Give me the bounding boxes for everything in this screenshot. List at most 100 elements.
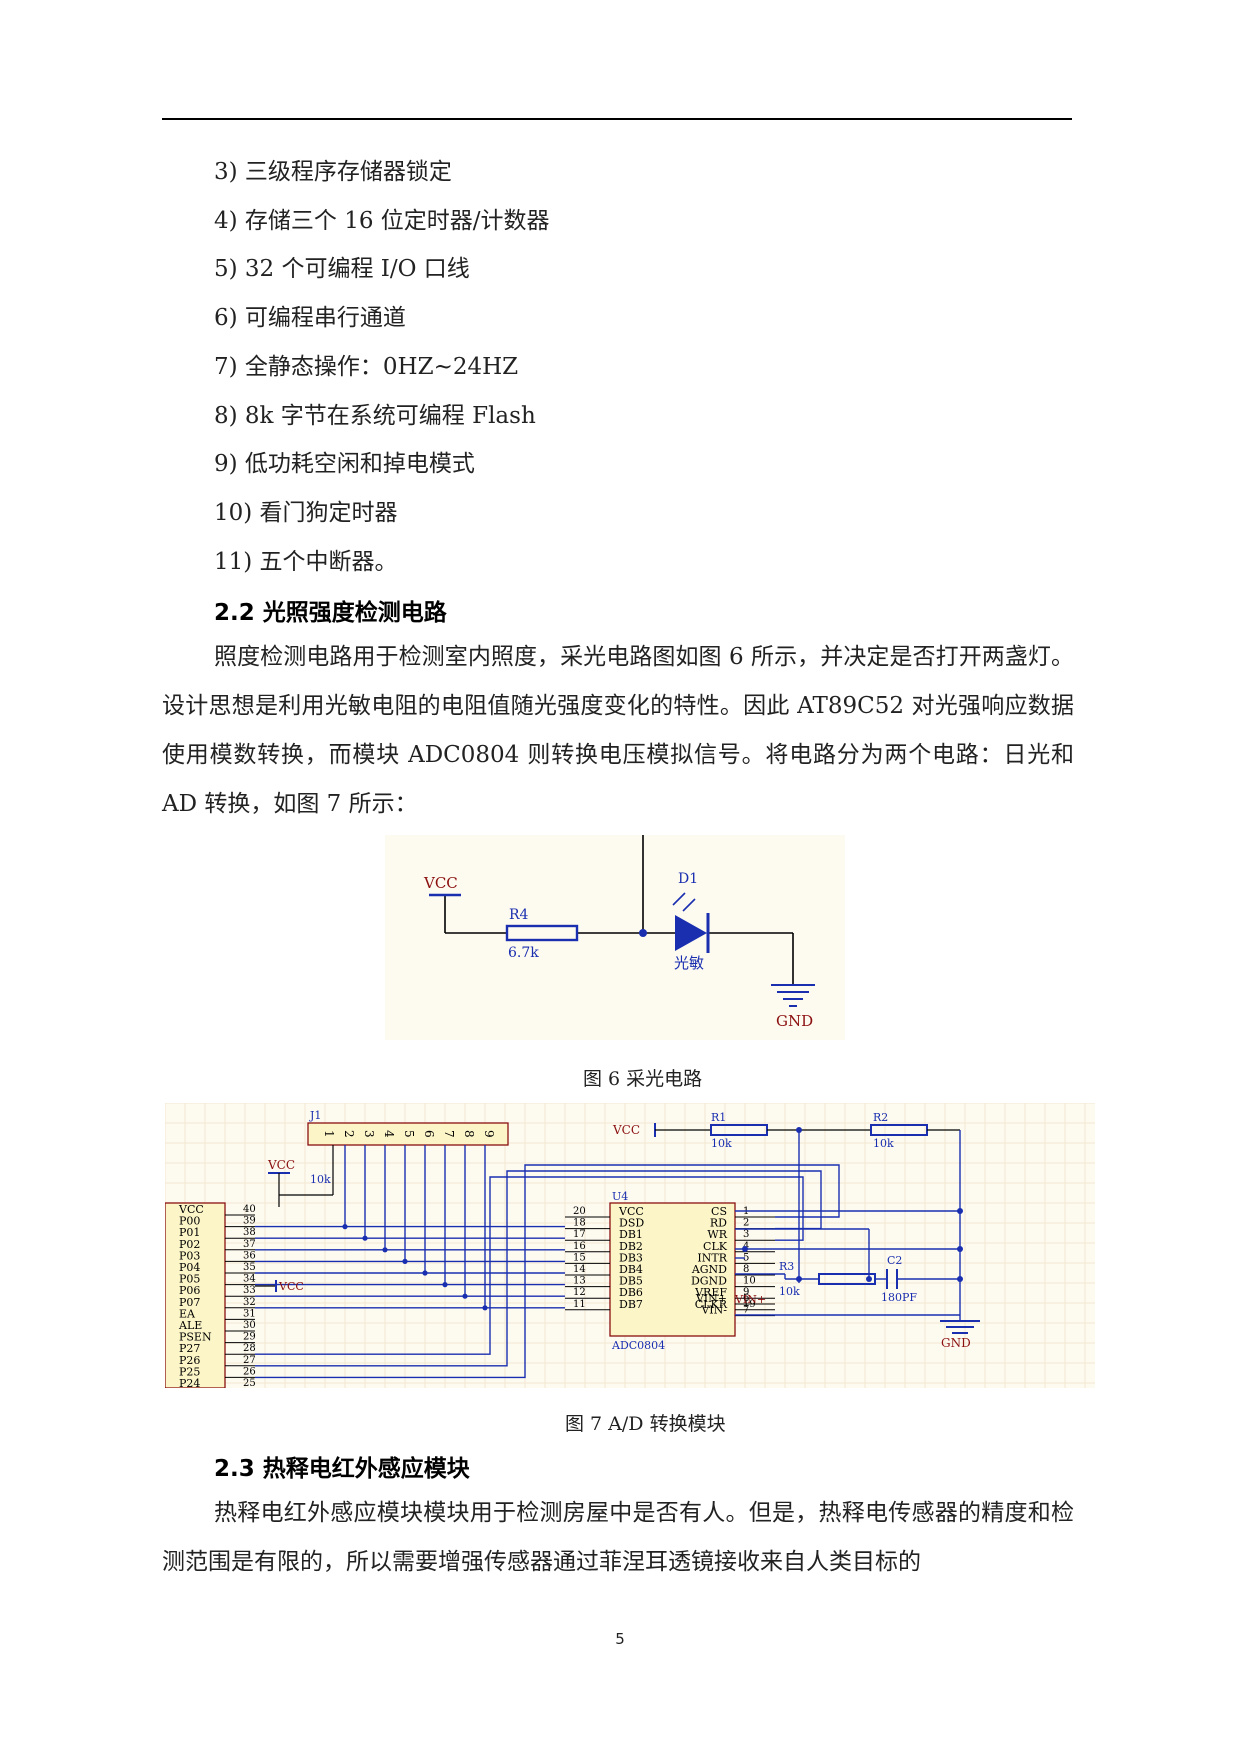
r2-value: 10k (873, 1137, 894, 1150)
mcu-pin-number: 27 (243, 1355, 256, 1366)
j1-pin-number: 6 (422, 1130, 436, 1138)
j1-pin-number: 9 (482, 1130, 496, 1138)
r1-value: 10k (711, 1137, 732, 1150)
adc-chip-label: ADC0804 (611, 1339, 665, 1352)
r4-value: 6.7k (508, 945, 539, 961)
r1-vcc-label: VCC (612, 1123, 640, 1137)
mcu-pin-name: P27 (179, 1342, 200, 1355)
list-item: 5) 32 个可编程 I/O 口线 (214, 256, 470, 283)
mcu-pin-name: VCC (178, 1203, 204, 1216)
mcu-pin-name: P01 (179, 1226, 200, 1239)
j1-pin-number: 7 (442, 1130, 456, 1138)
mcu-pin-number: 37 (243, 1239, 256, 1250)
c2-label: C2 (887, 1254, 902, 1267)
list-item: 3) 三级程序存储器锁定 (214, 159, 452, 185)
adc-pin-name: AGND (691, 1263, 727, 1276)
mcu-pin-number: 40 (243, 1204, 256, 1215)
adc-pin-number: 11 (573, 1299, 586, 1310)
c2-value: 180PF (881, 1291, 917, 1304)
list-item: 11) 五个中断器。 (214, 548, 398, 575)
ea-vcc-label: VCC (278, 1280, 304, 1293)
adc-pin-name: RD (710, 1217, 727, 1230)
j1-pin-number: 8 (462, 1130, 476, 1138)
adc-pin-name: CS (711, 1205, 727, 1218)
mcu-pin-number: 38 (243, 1227, 256, 1238)
mcu-pin-name: PSEN (179, 1331, 212, 1344)
mcu-pin-number: 25 (243, 1378, 256, 1388)
mcu-pin-name: EA (179, 1307, 196, 1320)
u4-label: U4 (612, 1190, 628, 1203)
j1-pin-number: 1 (322, 1130, 336, 1138)
vin-plus-net-label: VIN+ (734, 1293, 766, 1306)
adc-pin-name: DB1 (619, 1228, 643, 1241)
gnd-label: GND (941, 1336, 971, 1350)
mcu-pin-number: 29 (243, 1332, 256, 1343)
adc-pin-name: DB4 (619, 1263, 643, 1276)
j1-vcc-label: VCC (267, 1158, 295, 1172)
r3-value: 10k (779, 1285, 800, 1298)
adc-pin-name: DSD (619, 1217, 644, 1230)
adc-pin-name: CLK (703, 1240, 728, 1253)
adc-pin-number: 6 (743, 1293, 749, 1304)
adc-pin-name: DB7 (619, 1298, 643, 1311)
adc-pin-number: 7 (743, 1305, 749, 1316)
mcu-pin-name: P02 (179, 1238, 200, 1251)
j1-pin-number: 5 (402, 1130, 416, 1138)
mcu-pin-number: 26 (243, 1366, 256, 1377)
adc-pin-number: 8 (743, 1264, 749, 1275)
adc-pin-number: 15 (573, 1252, 586, 1263)
j1-pin-number: 4 (382, 1130, 396, 1138)
figure-6-daylight-circuit: VCC R4 6.7k D1 光敏 GND (385, 835, 845, 1040)
paragraph-2-3: 热释电红外感应模块模块用于检测房屋中是否有人。但是，热释电传感器的精度和检测范围… (162, 1500, 1074, 1575)
page-number: 5 (615, 1630, 625, 1648)
mcu-pin-name: P05 (179, 1273, 200, 1286)
adc-pin-name: VIN+ (695, 1292, 727, 1305)
adc-pin-name: VCC (618, 1205, 644, 1218)
adc-pin-number: 13 (573, 1276, 586, 1287)
mcu-pin-number: 30 (243, 1320, 256, 1331)
mcu-pin-number: 33 (243, 1285, 256, 1296)
adc-pin-number: 16 (573, 1241, 586, 1252)
list-item: 8) 8k 字节在系统可编程 Flash (214, 402, 536, 429)
mcu-pin-name: P03 (179, 1249, 200, 1262)
mcu-pin-number: 31 (243, 1308, 256, 1319)
list-item: 6) 可编程串行通道 (214, 305, 406, 332)
j1-10k-label: 10k (310, 1173, 331, 1186)
adc-pin-number: 12 (573, 1287, 586, 1298)
r4-label: R4 (509, 907, 529, 923)
mcu-pin-number: 28 (243, 1343, 256, 1354)
adc-pin-name: DGND (691, 1275, 727, 1288)
mcu-pin-name: P24 (179, 1377, 200, 1388)
list-item: 4) 存储三个 16 位定时器/计数器 (214, 207, 550, 234)
figure-7-caption: 图 7 A/D 转换模块 (565, 1413, 726, 1435)
mcu-pin-number: 39 (243, 1216, 256, 1227)
list-item: 10) 看门狗定时器 (214, 499, 398, 526)
mcu-pin-number: 35 (243, 1262, 256, 1273)
figure-6-caption: 图 6 采光电路 (583, 1068, 703, 1090)
mcu-pin-name: P04 (179, 1261, 200, 1274)
list-item: 9) 低功耗空闲和掉电模式 (214, 451, 475, 478)
daylight-circuit-diagram: VCC R4 6.7k D1 光敏 GND (423, 835, 815, 1030)
j1-pin-number: 3 (362, 1130, 376, 1138)
mcu-pin-name: ALE (178, 1319, 202, 1332)
list-item: 7) 全静态操作：0HZ~24HZ (214, 353, 519, 380)
section-heading-2-2: 2.2 光照强度检测电路 (214, 600, 447, 626)
vcc-label: VCC (423, 874, 458, 892)
adc-pin-number: 17 (573, 1229, 586, 1240)
adc-pin-name: CLKR (695, 1298, 728, 1311)
adc-pin-name: DB5 (619, 1275, 643, 1288)
adc-pin-number: 18 (573, 1218, 586, 1229)
j1-pin-number: 2 (342, 1130, 356, 1138)
adc-pin-name: DB3 (619, 1251, 643, 1264)
mcu-pin-number: 32 (243, 1297, 256, 1308)
adc-pin-number: 2 (743, 1218, 749, 1229)
r2-label: R2 (873, 1111, 888, 1124)
adc-pin-name: DB2 (619, 1240, 643, 1253)
header-rule (162, 118, 1072, 120)
adc-pin-name: VREF (694, 1286, 727, 1299)
adc-pin-number: 14 (573, 1264, 586, 1275)
mcu-pin-number: 34 (243, 1274, 256, 1285)
d1-label: D1 (678, 871, 698, 887)
